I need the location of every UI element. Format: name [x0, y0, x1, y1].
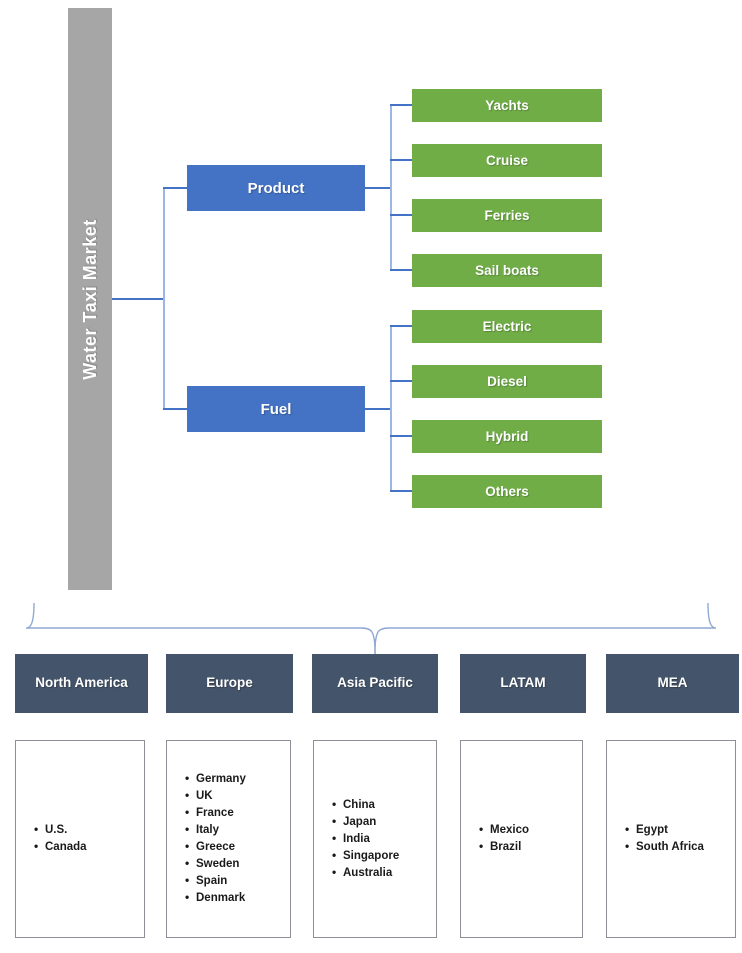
leaf-label-sail-boats: Sail boats — [475, 263, 539, 278]
country-list-item: Egypt — [625, 821, 735, 839]
leaf-box-others[interactable]: Others — [412, 475, 602, 508]
region-countries-asia-pacific: ChinaJapanIndiaSingaporeAustralia — [313, 740, 437, 938]
leaf-label-diesel: Diesel — [487, 374, 527, 389]
connector-root-trunk — [112, 298, 164, 300]
connector-fuel-leaf-1 — [390, 380, 414, 382]
region-header-mea[interactable]: MEA — [606, 654, 739, 713]
country-list-item: Canada — [34, 838, 144, 856]
leaf-box-cruise[interactable]: Cruise — [412, 144, 602, 177]
leaf-label-hybrid: Hybrid — [485, 429, 529, 444]
connector-trunk-to-product — [163, 187, 189, 189]
connector-fuel-leaf-3 — [390, 490, 414, 492]
connector-trunk-vertical — [163, 188, 165, 410]
leaf-label-cruise: Cruise — [485, 153, 529, 168]
country-list-item: China — [332, 796, 436, 814]
connector-fuel-leaf-2 — [390, 435, 414, 437]
country-list-item: Greece — [185, 838, 290, 856]
country-list-item: Italy — [185, 821, 290, 839]
country-list: ChinaJapanIndiaSingaporeAustralia — [314, 796, 436, 882]
region-header-label: MEA — [657, 675, 688, 691]
country-list-item: U.S. — [34, 821, 144, 839]
leaf-box-electric[interactable]: Electric — [412, 310, 602, 343]
country-list-item: Sweden — [185, 855, 290, 873]
country-list-item: Denmark — [185, 889, 290, 907]
leaf-box-hybrid[interactable]: Hybrid — [412, 420, 602, 453]
connector-product-out — [365, 187, 392, 189]
leaf-label-yachts: Yachts — [485, 98, 529, 113]
country-list: GermanyUKFranceItalyGreeceSwedenSpainDen… — [167, 770, 290, 907]
segment-label-fuel: Fuel — [260, 400, 292, 418]
region-header-latam[interactable]: LATAM — [460, 654, 586, 713]
region-header-label: LATAM — [500, 675, 546, 691]
connector-product-leaf-3 — [390, 269, 414, 271]
connector-fuel-vertical — [390, 326, 392, 492]
leaf-box-diesel[interactable]: Diesel — [412, 365, 602, 398]
connector-fuel-out — [365, 408, 392, 410]
root-market-bar: Water Taxi Market — [68, 8, 112, 590]
country-list-item: South Africa — [625, 838, 735, 856]
country-list-item: Mexico — [479, 821, 582, 839]
region-countries-latam: MexicoBrazil — [460, 740, 583, 938]
leaf-box-ferries[interactable]: Ferries — [412, 199, 602, 232]
country-list: MexicoBrazil — [461, 821, 582, 856]
connector-product-vertical — [390, 105, 392, 271]
country-list-item: UK — [185, 787, 290, 805]
country-list-item: Brazil — [479, 838, 582, 856]
region-header-label: Asia Pacific — [337, 675, 413, 691]
country-list: EgyptSouth Africa — [607, 821, 735, 856]
region-header-label: North America — [35, 675, 128, 691]
region-header-label: Europe — [206, 675, 253, 691]
leaf-box-yachts[interactable]: Yachts — [412, 89, 602, 122]
country-list-item: India — [332, 830, 436, 848]
root-market-label: Water Taxi Market — [79, 218, 100, 380]
region-header-europe[interactable]: Europe — [166, 654, 293, 713]
region-countries-north-america: U.S.Canada — [15, 740, 145, 938]
country-list: U.S.Canada — [16, 821, 144, 856]
country-list-item: Australia — [332, 864, 436, 882]
connector-product-leaf-0 — [390, 104, 414, 106]
leaf-label-others: Others — [485, 484, 529, 499]
region-countries-mea: EgyptSouth Africa — [606, 740, 736, 938]
segment-box-fuel[interactable]: Fuel — [187, 386, 365, 432]
connector-trunk-to-fuel — [163, 408, 189, 410]
region-countries-europe: GermanyUKFranceItalyGreeceSwedenSpainDen… — [166, 740, 291, 938]
country-list-item: Japan — [332, 813, 436, 831]
leaf-label-electric: Electric — [482, 319, 532, 334]
segment-box-product[interactable]: Product — [187, 165, 365, 211]
leaf-label-ferries: Ferries — [484, 208, 530, 223]
leaf-box-sail-boats[interactable]: Sail boats — [412, 254, 602, 287]
country-list-item: France — [185, 804, 290, 822]
segment-label-product: Product — [247, 179, 305, 197]
connector-fuel-leaf-0 — [390, 325, 414, 327]
country-list-item: Singapore — [332, 847, 436, 865]
region-header-asia-pacific[interactable]: Asia Pacific — [312, 654, 438, 713]
region-bracket-icon — [25, 602, 717, 654]
connector-product-leaf-2 — [390, 214, 414, 216]
region-header-north-america[interactable]: North America — [15, 654, 148, 713]
connector-product-leaf-1 — [390, 159, 414, 161]
country-list-item: Spain — [185, 872, 290, 890]
country-list-item: Germany — [185, 770, 290, 788]
